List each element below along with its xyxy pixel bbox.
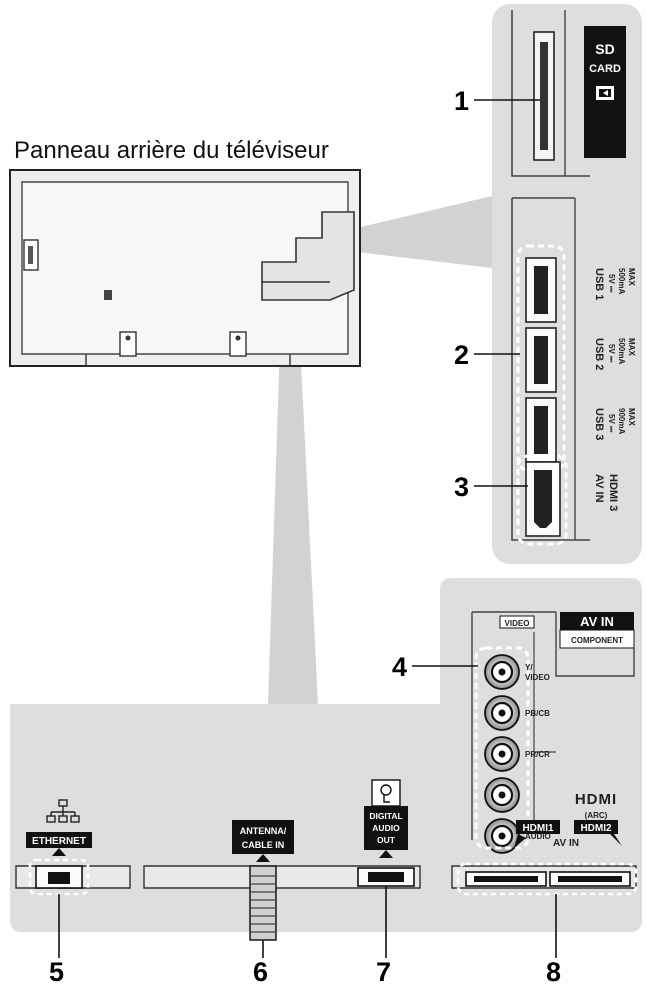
usb1-label: USB 1 5V ⎓ 500mA MAX xyxy=(593,268,636,300)
svg-text:500mA: 500mA xyxy=(617,338,626,364)
ethernet-icon xyxy=(46,799,80,823)
svg-text:MAX: MAX xyxy=(627,338,636,356)
tv-back-panel xyxy=(9,169,361,367)
sd-card-icon xyxy=(596,86,614,100)
svg-text:MAX: MAX xyxy=(627,408,636,426)
callout-1: 1 xyxy=(454,86,469,116)
sd-label-line2: CARD xyxy=(589,63,621,75)
svg-text:500mA: 500mA xyxy=(617,268,626,294)
usb-port-3 xyxy=(525,397,557,463)
jack-labels: Y/VIDEO PB/CB PR/CR AUDIO xyxy=(525,663,551,841)
hdmi2-port xyxy=(549,871,631,887)
av-in-small-label: AV IN xyxy=(553,838,579,849)
callout-4: 4 xyxy=(392,652,407,682)
rca-jack xyxy=(484,654,520,690)
usb-port-2 xyxy=(525,327,557,393)
optical-icon xyxy=(371,779,401,807)
bottom-connector-panel: AV IN COMPONENT VIDEO Y/VIDEO PB/CB PR/CR A… xyxy=(10,578,642,941)
hdmi3-port xyxy=(525,461,561,537)
hdmi1-label: HDMI1 xyxy=(522,823,554,834)
rca-jack xyxy=(484,777,520,813)
av-in-label: AV IN xyxy=(580,614,614,629)
callout-6: 6 xyxy=(253,957,268,984)
side-connector-panel: SD CARD USB 1 5V ⎓ 500mA xyxy=(492,4,642,564)
hdmi3-label: AV IN HDMI 3 xyxy=(593,474,619,511)
hdmi1-port xyxy=(465,871,547,887)
hdmi3-highlight xyxy=(516,454,568,546)
usb3-label: USB 3 5V ⎓ 900mA MAX xyxy=(593,408,636,440)
jack-label: PB/CB xyxy=(525,709,550,718)
svg-text:5V ⎓: 5V ⎓ xyxy=(607,344,616,363)
usb2-label: USB 2 5V ⎓ 500mA MAX xyxy=(593,338,636,370)
ethernet-label: ETHERNET xyxy=(32,836,86,847)
svg-text:USB 3: USB 3 xyxy=(593,408,605,440)
svg-text:HDMI 3: HDMI 3 xyxy=(607,474,619,511)
av-in-highlight xyxy=(474,646,530,850)
svg-text:900mA: 900mA xyxy=(617,408,626,434)
digital-audio-label-line1: DIGITAL xyxy=(369,811,402,821)
svg-text:AV IN: AV IN xyxy=(593,474,605,503)
svg-text:5V ⎓: 5V ⎓ xyxy=(607,274,616,293)
panel-title: Panneau arrière du téléviseur xyxy=(14,137,329,164)
jack-label: VIDEO xyxy=(525,673,550,682)
zoom-beam-side xyxy=(340,196,492,268)
digital-audio-label-line2: AUDIO xyxy=(372,823,400,833)
video-label: VIDEO xyxy=(505,619,530,628)
zoom-beam-bottom xyxy=(268,282,318,704)
av-in-jacks xyxy=(484,654,520,854)
rca-jack xyxy=(484,736,520,772)
antenna-label-line2: CABLE IN xyxy=(242,840,285,850)
optical-port xyxy=(357,867,415,887)
callout-2: 2 xyxy=(454,340,469,370)
svg-text:USB 2: USB 2 xyxy=(593,338,605,370)
callout-leaders xyxy=(58,99,557,958)
jack-label: AUDIO xyxy=(525,832,551,841)
digital-audio-label-line3: OUT xyxy=(377,835,396,845)
jack-label: PR/CR xyxy=(525,750,550,759)
hdmi-logo: HDMI xyxy=(575,791,617,808)
antenna-connector xyxy=(249,865,277,941)
sd-label-line1: SD xyxy=(595,41,614,57)
svg-text:MAX: MAX xyxy=(627,268,636,286)
callout-7: 7 xyxy=(376,957,391,984)
antenna-label-line1: ANTENNA/ xyxy=(240,826,287,836)
callout-5: 5 xyxy=(49,957,64,984)
svg-text:USB 1: USB 1 xyxy=(593,268,605,300)
usb-port-1 xyxy=(525,257,557,323)
rca-jack xyxy=(484,818,520,854)
rca-jack xyxy=(484,695,520,731)
callout-3: 3 xyxy=(454,472,469,502)
hdmi2-label: HDMI2 xyxy=(580,823,612,834)
component-label: COMPONENT xyxy=(571,636,623,645)
callout-8: 8 xyxy=(546,957,561,984)
svg-text:5V ⎓: 5V ⎓ xyxy=(607,414,616,433)
jack-label: Y/ xyxy=(525,663,533,672)
ethernet-port xyxy=(35,865,83,889)
arc-label: (ARC) xyxy=(585,811,608,820)
hdmi-highlight xyxy=(456,862,638,896)
